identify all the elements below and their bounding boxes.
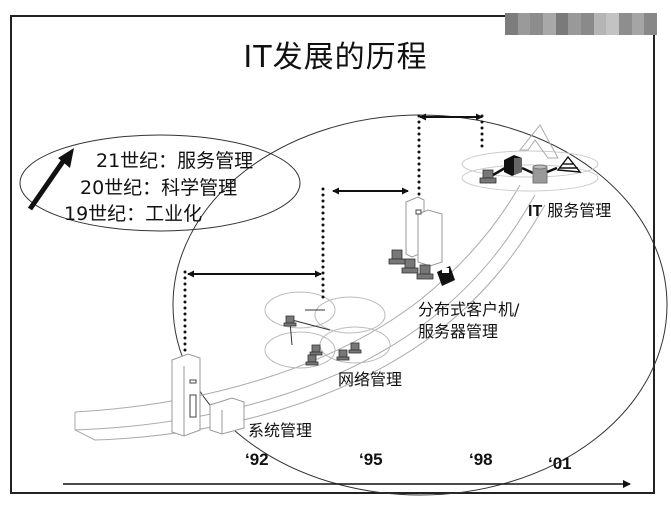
year-label: ‘92 [245,450,269,469]
stage-it-service-management: IT 服务管理 [528,197,611,221]
stage-network-management: 网络管理 [338,370,403,389]
workstation-icons-network [283,315,362,366]
printer-icon [437,266,455,286]
up-right-arrow-icon [27,148,74,211]
stage-system-management: 系统管理 [248,421,313,440]
network-ring-icon [264,291,391,369]
server-tower-icon [405,196,443,267]
server-cube-icon [504,155,522,176]
redacted-watermark [505,13,658,35]
era-21st-century: 21世纪：服务管理 [96,150,254,172]
dotted-connectors [183,114,484,354]
slide-frame [10,15,655,494]
database-icon [532,164,548,184]
year-label: ‘95 [359,450,383,469]
mainframe-icon [171,353,245,437]
page-title: IT发展的历程 [243,40,428,75]
stage-it-label: 服务管理 [542,201,612,220]
year-label: ‘98 [469,450,493,469]
pyramid-icon [556,155,582,173]
era-20th-century: 20世纪：科学管理 [80,177,238,199]
stage-it-prefix: IT [528,203,543,220]
stage-client-server-line1: 分布式客户机/ [418,300,520,319]
stage-client-server-line2: 服务器管理 [418,322,499,341]
pyramid-outline-icon [518,124,559,159]
workstation-icons-cs [388,249,434,280]
era-ellipse [19,134,301,232]
workstation-icon-service [479,169,497,184]
double-headed-arrow-icon [187,113,483,278]
service-rings [461,150,599,192]
era-19th-century: 19世纪：工业化 [64,203,203,225]
year-label: ‘01 [548,454,572,473]
